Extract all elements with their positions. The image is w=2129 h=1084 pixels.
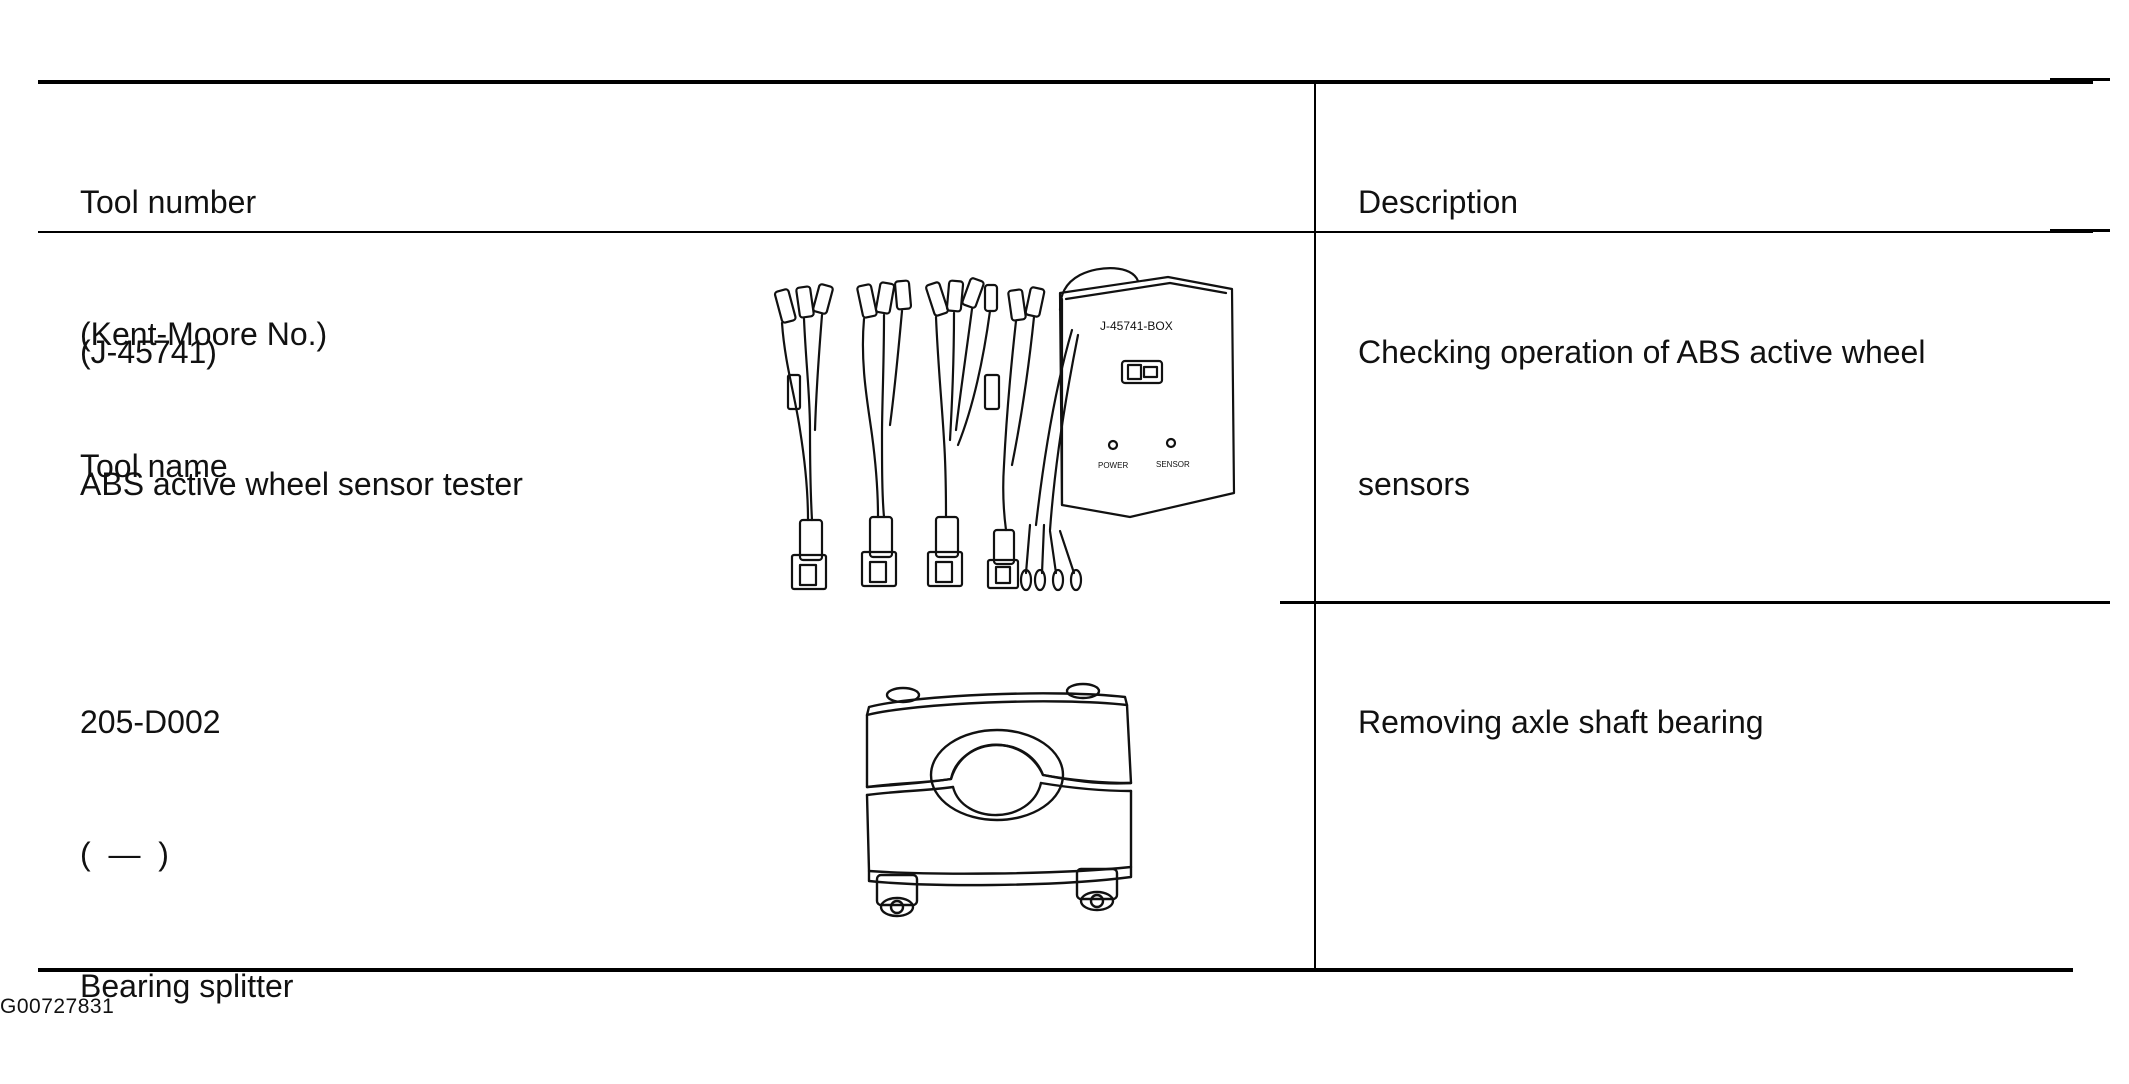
header-tool-number: Tool number: [80, 184, 257, 220]
abs-sensor-tester-illustration: J-45741-BOX POWER SENSOR: [773, 267, 1236, 592]
left-nut: [875, 873, 919, 918]
table-bottom-rule: [38, 968, 2073, 972]
row-1-description-cell: Checking operation of ABS active wheel s…: [1358, 242, 1925, 550]
table-top-rule: [38, 80, 2093, 84]
power-led-label: POWER: [1098, 461, 1128, 470]
adapter-harness-3: [925, 277, 999, 588]
header-divider: [38, 231, 2093, 233]
adapter-harness-2: [856, 279, 913, 588]
row-2-tool-number: 205-D002: [80, 704, 221, 740]
right-nut: [1075, 867, 1119, 912]
header-tool-column: Tool number (Kent-Moore No.) Tool name: [80, 92, 327, 532]
tester-box-label: J-45741-BOX: [1100, 319, 1173, 333]
header-description: Description: [1358, 184, 1519, 220]
header-kent-moore: (Kent-Moore No.): [80, 316, 328, 352]
sensor-led-label: SENSOR: [1156, 460, 1190, 469]
row-2-kent-moore-number: ( — ): [80, 836, 169, 872]
header-tool-name: Tool name: [80, 448, 228, 484]
column-divider: [1314, 82, 1316, 969]
header-description-column: Description: [1358, 92, 1518, 268]
row-1-tool-name: ABS active wheel sensor tester: [80, 466, 523, 502]
row-2-description-line-1: Removing axle shaft bearing: [1358, 704, 1764, 740]
row-divider: [1280, 601, 2110, 604]
header-divider-extension: [2050, 229, 2110, 232]
tester-box: J-45741-BOX POWER SENSOR: [1019, 267, 1236, 592]
row-2-description-cell: Removing axle shaft bearing: [1358, 612, 1764, 788]
row-2-tool-cell: 205-D002 ( — ) Bearing splitter: [80, 612, 293, 1052]
row-1-description-line-1: Checking operation of ABS active wheel: [1358, 334, 1926, 370]
adapter-harness-1: [773, 283, 834, 591]
bearing-splitter-illustration: [865, 682, 1133, 918]
table-top-rule-extension: [2050, 78, 2110, 81]
row-2-tool-name: Bearing splitter: [80, 968, 294, 1004]
bearing-bore-upper: [929, 728, 1065, 822]
row-1-tool-number: (J-45741): [80, 334, 217, 370]
figure-code: G00727831: [0, 995, 115, 1018]
adapter-harness-4: [983, 286, 1046, 590]
row-1-tool-cell: (J-45741) ABS active wheel sensor tester: [80, 242, 523, 550]
row-1-description-line-2: sensors: [1358, 466, 1471, 502]
